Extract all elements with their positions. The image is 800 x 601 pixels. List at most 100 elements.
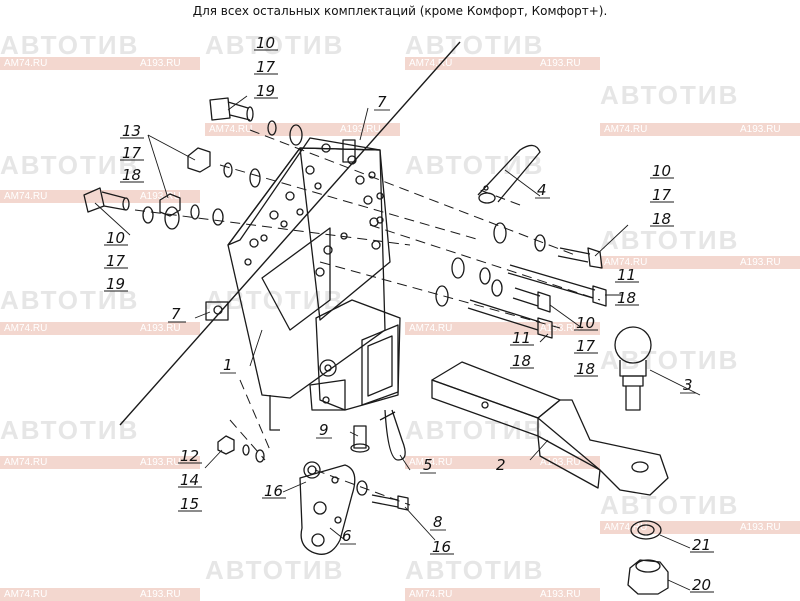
assembly-guide-lines: [134, 129, 601, 506]
bolt-part: [512, 287, 551, 313]
callout-label: 19: [106, 275, 125, 293]
washer-part: [249, 168, 261, 188]
washer-part: [242, 444, 250, 456]
washer-part: [289, 124, 303, 146]
washer-part: [255, 449, 265, 463]
washer-part: [479, 267, 491, 285]
callout-label: 4: [537, 181, 547, 199]
callout-label: 6: [342, 527, 352, 545]
callout-label: 17: [106, 252, 126, 270]
leader-lines: [94, 95, 701, 591]
washer-part: [435, 285, 449, 307]
callout-label: 17: [652, 186, 672, 204]
washer-part: [451, 257, 465, 279]
mounting-plate-part: [299, 461, 356, 555]
washer-part: [190, 204, 200, 220]
callout-label: 16: [264, 482, 283, 500]
callout-label: 18: [652, 210, 671, 228]
callout-label: 14: [180, 471, 199, 489]
watermark-logo: АВТОТИВ: [600, 80, 740, 110]
tow-ball-part: [614, 326, 652, 411]
washer-part: [493, 222, 507, 244]
callout-label: 13: [122, 122, 141, 140]
part-callouts: 10 17 19 7 13 17 18 4 10 17 19 10 17 18 …: [106, 34, 711, 594]
watermark-logo: АВТОТИВ: [0, 150, 140, 180]
watermark-logo: АВТОТИВ: [0, 415, 140, 445]
washer-part: [534, 234, 546, 252]
callout-label: 2: [496, 456, 506, 474]
callout-label: 9: [319, 421, 329, 439]
watermark-logo: АВТОТИВ: [0, 285, 140, 315]
pin-part: [477, 144, 541, 204]
callout-label: 5: [423, 456, 433, 474]
assembly-axis-line: [119, 41, 461, 426]
callout-label: 11: [617, 266, 636, 284]
washer-part: [212, 208, 224, 226]
washer-part: [267, 120, 277, 136]
callout-label: 1: [223, 356, 233, 374]
ball-mount-bar-part: [431, 361, 669, 496]
watermark-logo: АВТОТИВ: [405, 150, 545, 180]
callout-label: 18: [576, 360, 595, 378]
callout-label: 8: [433, 513, 443, 531]
callout-label: 18: [122, 166, 141, 184]
spring-clip-part: [379, 409, 406, 461]
callout-label: 17: [122, 144, 142, 162]
washer-part: [491, 279, 503, 297]
small-bolt-part: [350, 425, 370, 453]
nut-part: [159, 193, 181, 217]
lock-nut-part: [627, 559, 669, 595]
callout-label: 10: [652, 162, 671, 180]
callout-label: 7: [171, 305, 181, 323]
callout-label: 3: [683, 376, 693, 394]
long-bolt-part: [507, 264, 607, 307]
washer-part: [142, 206, 154, 224]
washer-part: [630, 520, 662, 540]
washer-part: [164, 206, 180, 230]
callout-label: 7: [377, 93, 387, 111]
washer-part: [356, 480, 368, 496]
callout-label: 10: [106, 229, 125, 247]
watermark-logo: АВТОТИВ: [405, 555, 545, 585]
watermark-logo: АВТОТИВ: [600, 490, 740, 520]
watermark-logo: АВТОТИВ: [205, 30, 345, 60]
mounting-bracket-part: [205, 137, 401, 431]
callout-label: 17: [576, 337, 596, 355]
callout-label: 10: [576, 314, 595, 332]
callout-label: 11: [512, 329, 531, 347]
bolt-part: [371, 494, 409, 511]
watermark-logo: АВТОТИВ: [405, 30, 545, 60]
callout-label: 15: [180, 495, 199, 513]
watermark-logo: АВТОТИВ: [0, 30, 140, 60]
callout-label: 18: [512, 352, 531, 370]
callout-label: 17: [256, 58, 276, 76]
nut-part: [217, 435, 235, 455]
bolt-part: [557, 247, 603, 269]
washer-part: [223, 162, 233, 178]
diagram-caption: Для всех остальных комплектаций (кроме К…: [192, 4, 608, 18]
watermark-logo: АВТОТИВ: [205, 555, 345, 585]
callout-label: 21: [692, 536, 711, 554]
bolt-part: [83, 187, 130, 213]
callout-label: 16: [432, 538, 451, 556]
callout-label: 20: [692, 576, 711, 594]
callout-label: 19: [256, 82, 275, 100]
long-bolt-part: [467, 299, 553, 339]
nut-part: [187, 147, 211, 173]
label-underlines: [104, 49, 714, 593]
callout-label: 18: [617, 289, 636, 307]
